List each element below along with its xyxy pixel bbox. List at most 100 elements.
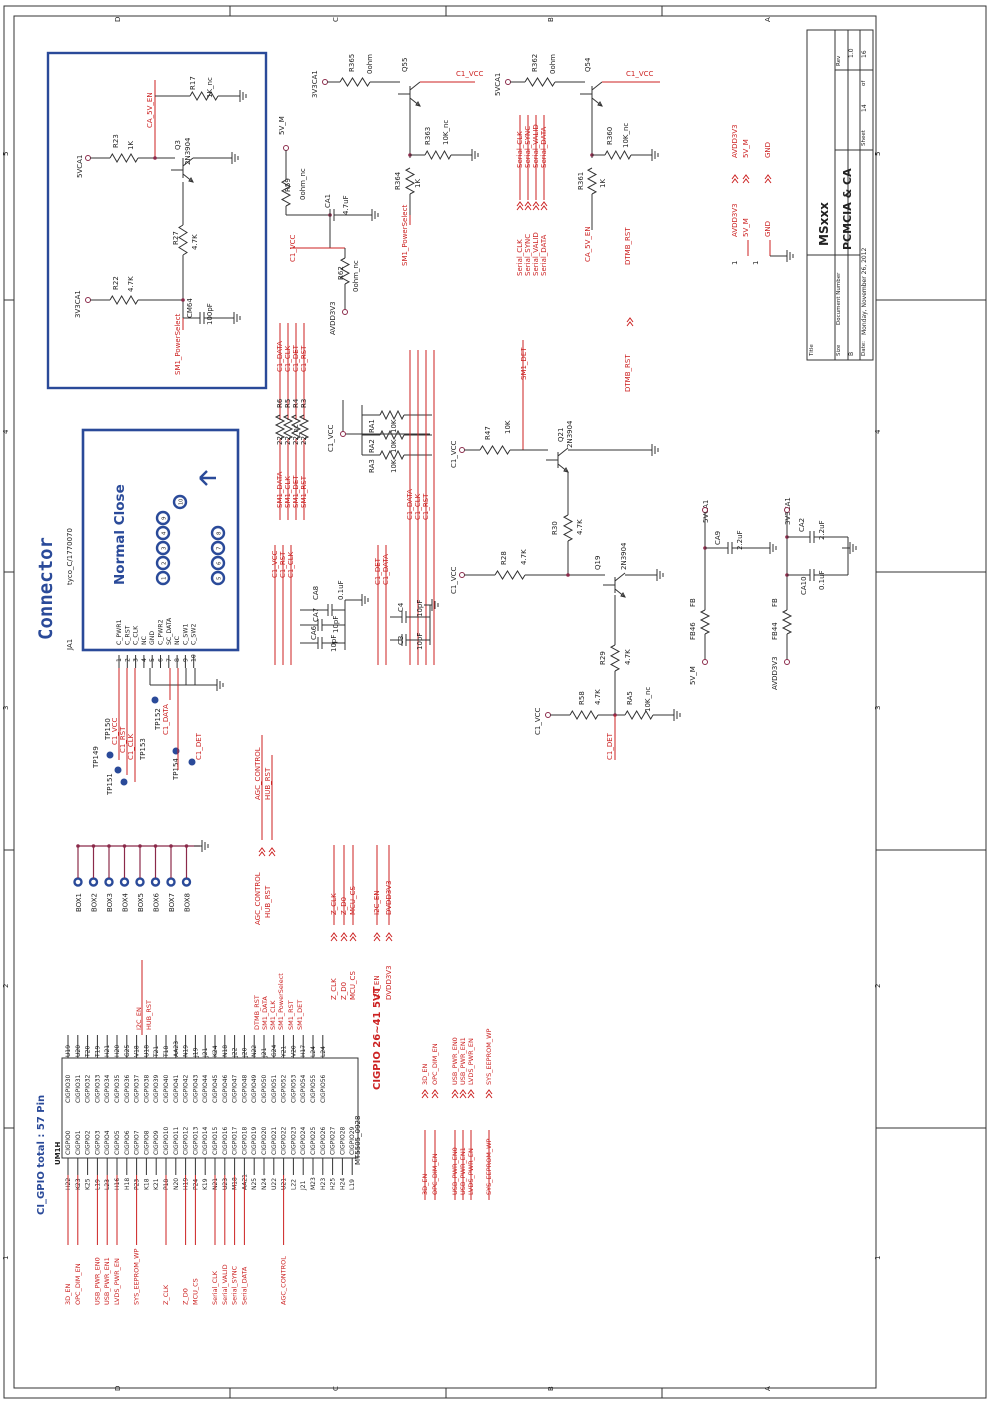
net-label: I2C_EN [135, 1007, 143, 1030]
ref-designator: R17 [189, 76, 197, 90]
gpio-pin-name: CIGPIO45 [212, 1074, 219, 1103]
net-label: Serial_VALID [221, 1264, 229, 1305]
net-label: Serial_SYNC [524, 234, 532, 276]
net-label: C1_VCC [111, 717, 119, 745]
component-value: 4.7K [520, 549, 528, 565]
net-label: SM1_DET [296, 1000, 304, 1030]
box-mount-point [104, 877, 114, 887]
net-label: AGC_CONTROL [254, 872, 262, 925]
offpage-connector [421, 1089, 429, 1099]
ref-designator: R362 [531, 54, 539, 72]
gpio-ball: L24 [310, 1046, 317, 1057]
net-label: USB_PWR_EN0 [451, 1037, 459, 1085]
ref-designator: R4 [292, 398, 300, 408]
net-label: SYS_EEPROM_WP [485, 1028, 493, 1085]
resistor-r27 [178, 224, 188, 256]
net-label: LVDS_PWR_EN [113, 1258, 121, 1305]
net-label: SM1_CLK [269, 1000, 277, 1030]
resistor-r28 [494, 570, 526, 580]
gpio-pin-name: CIGPIO4 [104, 1130, 111, 1155]
gpio-pin-name: CIGPIO48 [241, 1074, 248, 1103]
net-label: C1_DATA [406, 489, 414, 520]
gpio-pin-name: CIGPIO38 [143, 1074, 150, 1103]
gpio-pin-name: CIGPIO26 [320, 1126, 327, 1155]
gpio-ball: J19 [192, 1047, 199, 1058]
ref-designator: CA10 [800, 576, 808, 595]
resistor-r17 [189, 91, 219, 101]
test-point-label: TP153 [139, 738, 147, 761]
net-label: AVDD3V3 [329, 301, 337, 335]
net-label: 3V3CA1 [311, 70, 319, 98]
contact-number: 7 [217, 546, 223, 550]
net-label: Serial_VALID [532, 232, 540, 276]
offpage-connector [451, 1089, 459, 1099]
offpage-connector [258, 847, 266, 857]
gpio-pin-name: CIGPIO12 [183, 1126, 190, 1155]
pin-name: C_SW2 [191, 624, 198, 645]
doc-number-label: Document Number [836, 272, 842, 325]
contact-circle [155, 525, 171, 541]
net-label: C1_DATA [276, 341, 284, 372]
gpio-pin-name: CIGPIO54 [300, 1074, 307, 1103]
normal-close-label: Normal Close [112, 484, 128, 585]
port-avdd3v3 [784, 659, 790, 665]
component-value: 4.7uF [342, 195, 350, 215]
net-label: SM1_CLK [284, 476, 292, 508]
gpio-pin-name: CIGPIO32 [85, 1074, 92, 1103]
border-col-number: 1 [874, 1256, 882, 1260]
gpio-pin-name: CIGPIO40 [163, 1074, 170, 1103]
gpio-pin-name: CIGPIO10 [163, 1126, 170, 1155]
box-mount-point [181, 877, 192, 887]
gpio-ball: J20 [241, 1047, 248, 1058]
pin-name: C_RST [124, 625, 131, 645]
border-col-number: 5 [874, 152, 882, 156]
net-label: C1_DATA [162, 704, 170, 735]
ref-designator: R59 [284, 178, 292, 192]
contact-circle [155, 555, 171, 571]
net-label: SM1_PowerSelect [277, 973, 285, 1030]
offpage-connector [373, 932, 381, 942]
doc-title: PCMCIA & CA [841, 168, 854, 250]
gpio-ball: U19 [65, 1045, 72, 1057]
component-value: 10K [390, 439, 398, 453]
resistor-r364 [404, 167, 416, 195]
direction-arrow [199, 470, 216, 486]
pullup-resistor [379, 409, 405, 421]
net-label: DVDD3V3 [385, 880, 393, 915]
gpio-ball: N22 [251, 1045, 258, 1057]
gpio-pin-name: CIGPIO56 [320, 1074, 327, 1103]
net-label: Serial_DATA [540, 234, 548, 276]
box-mount-point [119, 877, 130, 887]
ref-designator: R3 [300, 399, 308, 408]
junction-dot [181, 298, 185, 302]
test-point-label: TP154 [172, 758, 180, 781]
test-point [188, 758, 196, 766]
net-label: Z_D0 [340, 982, 348, 1000]
component-value: 10pF [330, 635, 338, 652]
gpio-pin-name: CIGPIO29 [349, 1126, 356, 1155]
net-label: C1_DET [606, 732, 614, 760]
gpio-pin-name: CIGPIO8 [143, 1130, 150, 1155]
offpage-connector [349, 932, 357, 942]
ref-designator: R5 [284, 399, 292, 408]
ground-symbol [471, 149, 479, 161]
net-label: 3D_EN [421, 1064, 429, 1085]
net-label: SM1_DATA [261, 996, 269, 1030]
contact-circle [155, 510, 171, 526]
component-value: FB [771, 598, 779, 607]
net-label: C1_VCC [626, 70, 654, 78]
gpio-pin-name: CIGPIO14 [202, 1126, 209, 1155]
net-label: C1_DATA [382, 554, 390, 585]
ref-designator: R58 [578, 691, 586, 705]
net-label: USB_PWR_EN1 [459, 1037, 467, 1085]
pin-name: GND [149, 631, 156, 645]
net-label: I2C_EN [373, 890, 381, 915]
component-value: 4.7K [576, 519, 584, 535]
box-mount-point [73, 877, 83, 887]
ref-designator: FB46 [689, 622, 697, 640]
border-col-number: 2 [874, 984, 882, 988]
net-label: USB_PWR_EN1 [103, 1257, 111, 1305]
component-value: 22 [276, 436, 284, 445]
net-label: C1_VCC [450, 566, 458, 594]
